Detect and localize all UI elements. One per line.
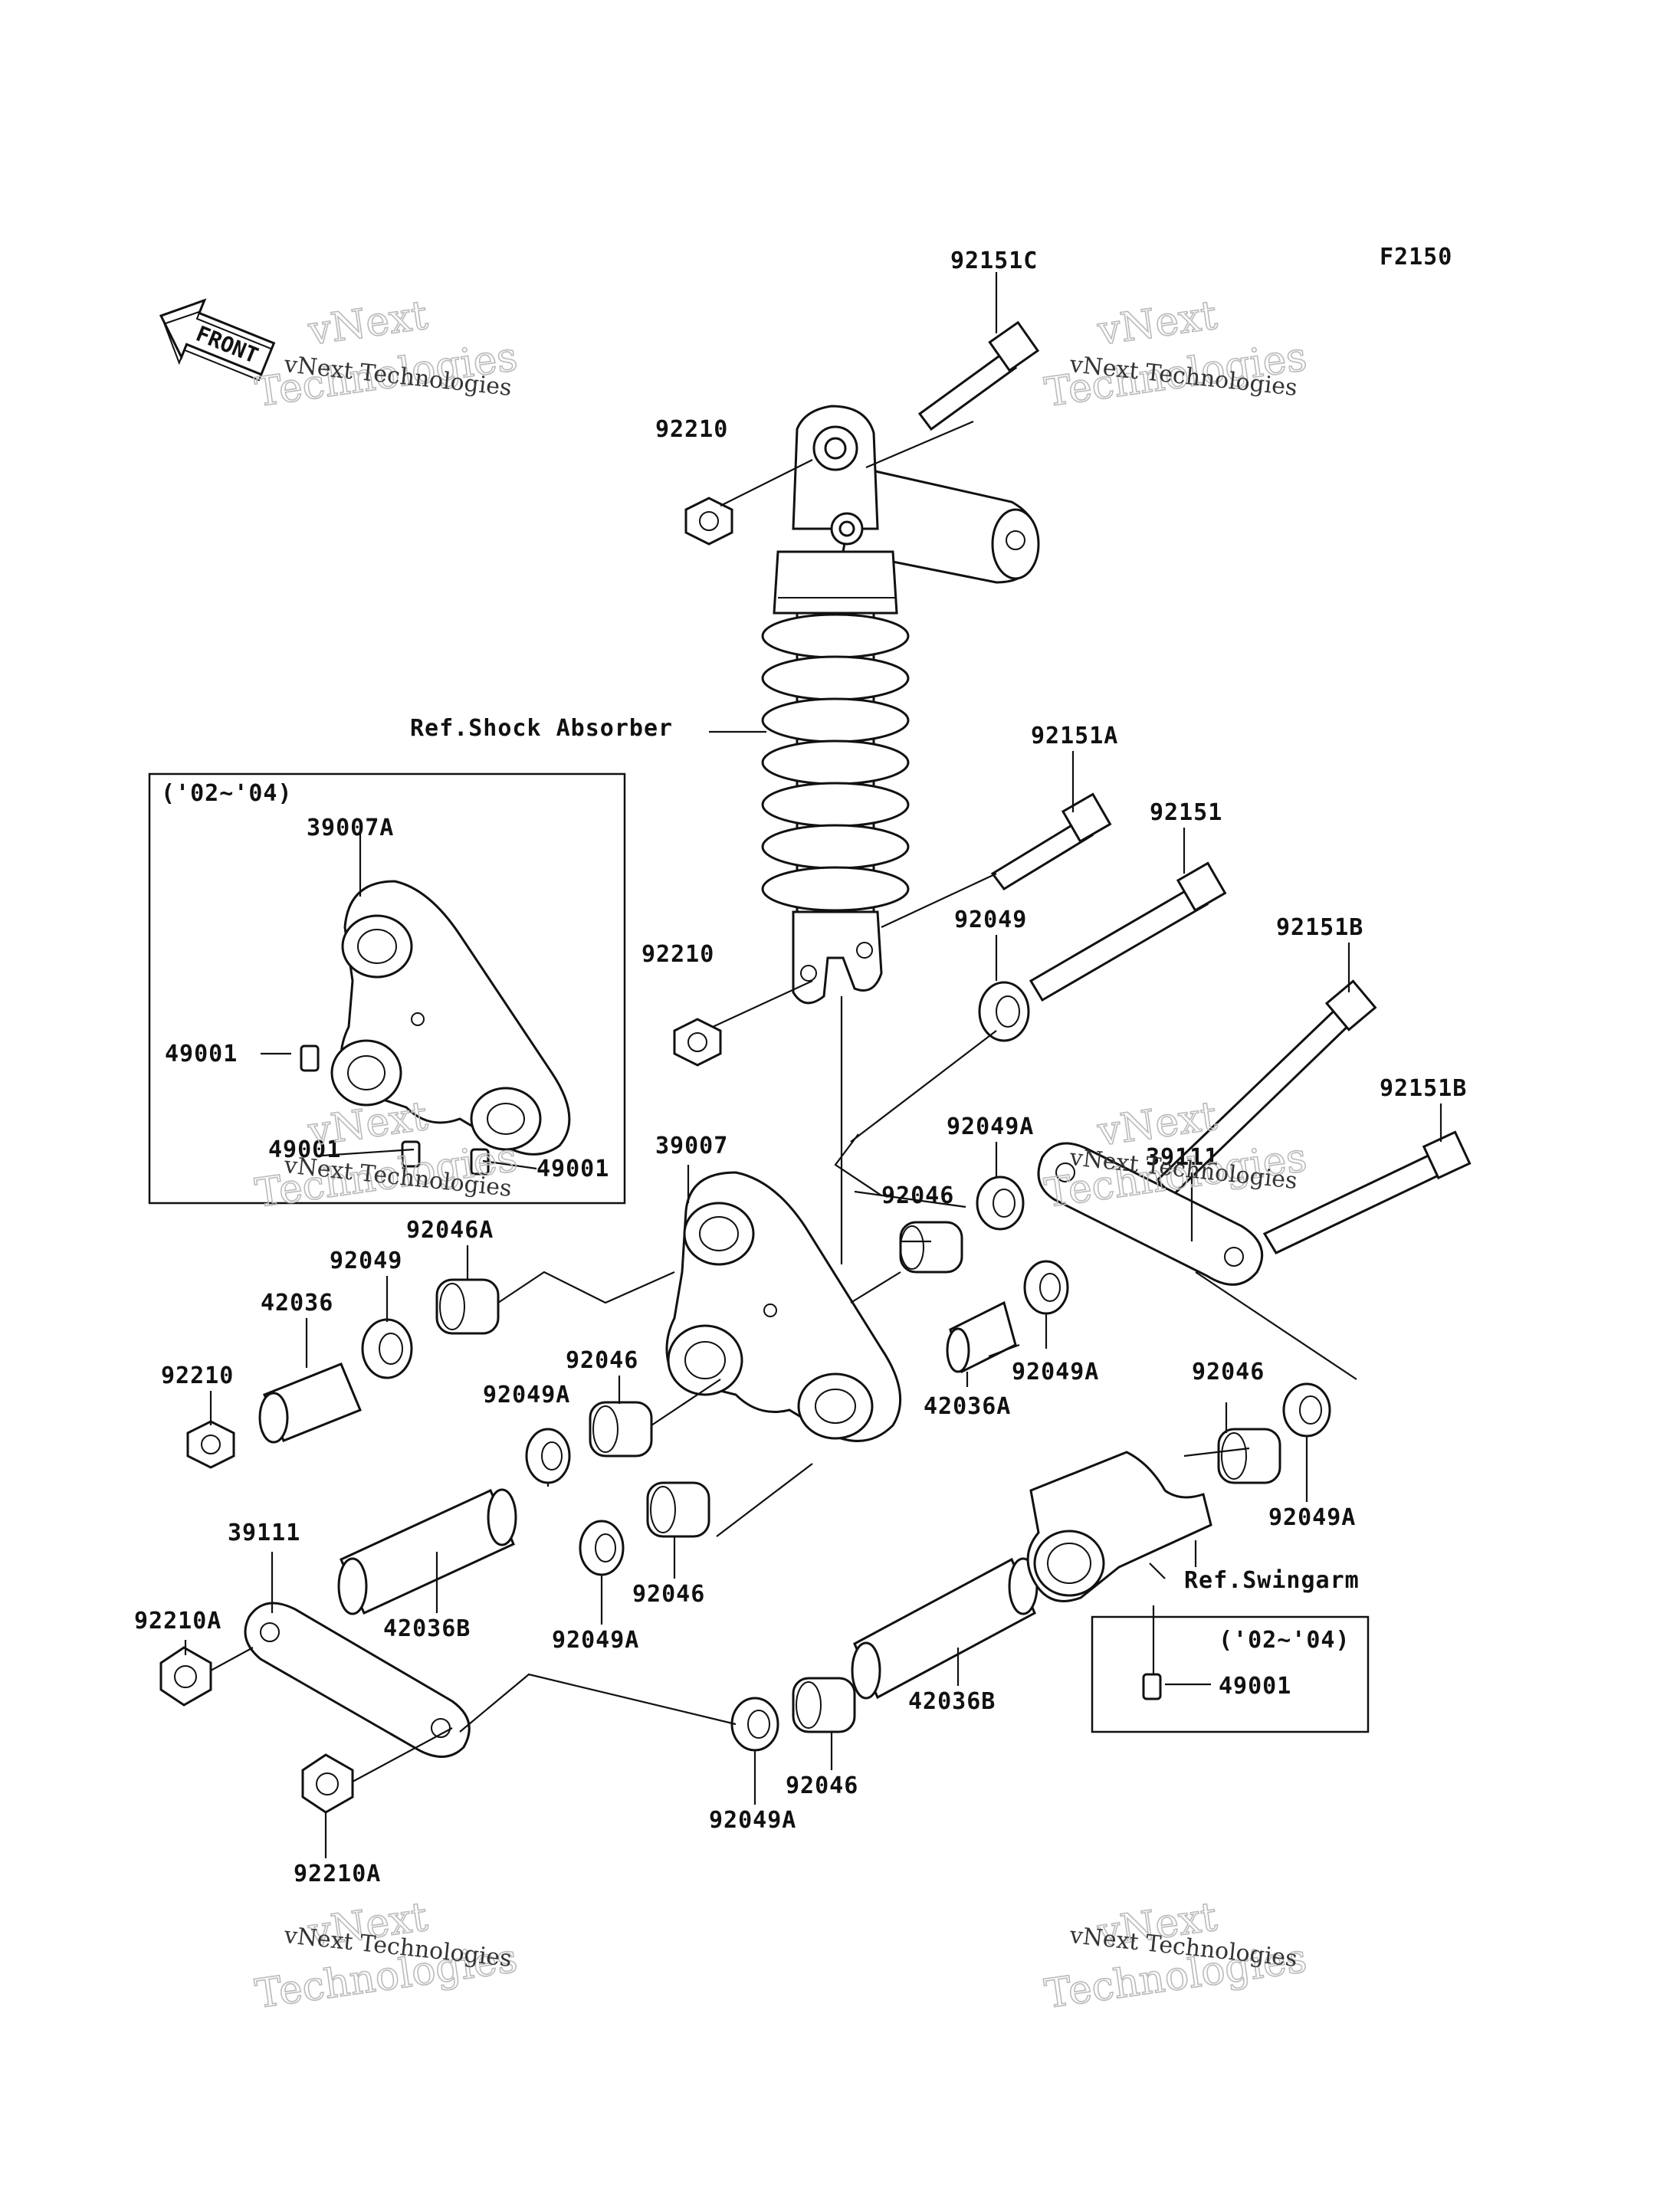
- collar-42036: [258, 1362, 362, 1444]
- washer-92049A-right2: [1023, 1260, 1069, 1315]
- nut-92210-left: [186, 1420, 235, 1469]
- bolt-92151B-b: [1262, 1130, 1472, 1254]
- collar-42036B-left: [337, 1488, 517, 1615]
- label-92049A-far: 92049A: [1268, 1504, 1356, 1531]
- label-49001-inset-right: 49001: [536, 1156, 609, 1182]
- label-92046A: 92046A: [406, 1217, 494, 1244]
- inset-top: ('02~'04): [148, 772, 626, 1205]
- grease-fitting-icon: [401, 1140, 421, 1168]
- label-42036B-right: 42036B: [908, 1688, 996, 1715]
- leader-lines: [184, 272, 1442, 1858]
- label-92046-lower: 92046: [632, 1581, 705, 1608]
- label-92049A-lower: 92049A: [552, 1627, 639, 1654]
- nut-92210A-bottom: [301, 1753, 354, 1814]
- label-42036: 42036: [261, 1290, 333, 1317]
- collar-42036A: [946, 1300, 1017, 1374]
- label-92151C: 92151C: [950, 248, 1038, 274]
- label-49001-swing: 49001: [1219, 1673, 1291, 1700]
- label-39111-left: 39111: [228, 1520, 300, 1546]
- label-92151B-a: 92151B: [1276, 914, 1363, 941]
- part-labels: 92151C 92210 92151A 92151 92049 92210 92…: [134, 248, 1467, 1887]
- svg-text:vNext: vNext: [305, 292, 431, 354]
- svg-text:vNext: vNext: [1094, 292, 1220, 354]
- label-92210-mid: 92210: [641, 941, 714, 968]
- inset-bottom-years: ('02~'04): [1219, 1627, 1350, 1654]
- label-42036B-left: 42036B: [383, 1615, 471, 1642]
- collar-42036B-right: [851, 1557, 1039, 1700]
- label-49001-inset-left: 49001: [165, 1041, 238, 1067]
- label-92049A-bottom: 92049A: [709, 1807, 796, 1834]
- label-92151B-b: 92151B: [1380, 1075, 1467, 1102]
- label-39007: 39007: [655, 1133, 728, 1159]
- shock-absorber: [761, 405, 1040, 1264]
- watermark: vNext Technologies vNext Technologies vN…: [252, 292, 1311, 2018]
- rocker-arm-39007A: [330, 880, 571, 1156]
- washer-92049-left: [361, 1318, 413, 1379]
- label-39111-right: 39111: [1146, 1144, 1219, 1171]
- bolt-92151A: [990, 792, 1112, 890]
- nut-92210A-top: [159, 1646, 212, 1707]
- label-92046-upper: 92046: [881, 1182, 954, 1209]
- label-92210-top: 92210: [655, 416, 728, 443]
- bolt-92151B-a: [1155, 979, 1377, 1198]
- ref-swingarm: Ref.Swingarm: [1184, 1567, 1360, 1594]
- bolt-92151: [1029, 861, 1227, 1002]
- label-92210A-top: 92210A: [134, 1608, 221, 1635]
- nut-92210-mid: [673, 1018, 722, 1067]
- label-92049A-right2: 92049A: [1012, 1359, 1099, 1385]
- nut-92210-top: [684, 497, 733, 546]
- label-92210-left: 92210: [161, 1362, 234, 1389]
- label-92046-right: 92046: [1192, 1359, 1265, 1385]
- rocker-arm-39007: [665, 1171, 902, 1442]
- label-92046-mid: 92046: [566, 1347, 638, 1374]
- bearing-92046-mid: [589, 1401, 653, 1458]
- washer-92049A-bottom: [730, 1697, 779, 1752]
- grease-fitting-icon: [300, 1044, 320, 1072]
- label-49001-inset-bottom: 49001: [268, 1136, 341, 1163]
- swingarm-fragment: [1026, 1451, 1212, 1602]
- bearing-92046-right: [1217, 1428, 1281, 1484]
- label-39007A: 39007A: [307, 815, 394, 841]
- inset-bottom: ('02~'04): [1091, 1615, 1370, 1733]
- label-92151: 92151: [1150, 799, 1222, 826]
- label-42036A: 42036A: [924, 1393, 1011, 1420]
- washer-92049A-mid: [525, 1428, 571, 1484]
- ref-shock-absorber: Ref.Shock Absorber: [410, 715, 673, 742]
- label-92049A-right: 92049A: [947, 1113, 1034, 1140]
- bearing-92046-lower: [646, 1481, 710, 1538]
- label-92049A-mid: 92049A: [483, 1382, 570, 1408]
- label-92210A-bottom: 92210A: [294, 1861, 381, 1887]
- washer-92049A-far: [1282, 1382, 1331, 1438]
- washer-92049A-lower: [579, 1520, 625, 1576]
- bearing-92046-upper: [899, 1221, 963, 1274]
- bolt-92151C: [917, 320, 1040, 431]
- label-92046-bottom: 92046: [786, 1772, 858, 1799]
- diagram-code: F2150: [1380, 244, 1452, 271]
- grease-fitting-icon: [1142, 1673, 1162, 1700]
- label-92151A: 92151A: [1031, 723, 1118, 749]
- washer-92049A-right: [976, 1176, 1025, 1231]
- inset-top-years: ('02~'04): [161, 780, 293, 807]
- bearing-92046-bottom: [792, 1677, 856, 1733]
- tie-rod-39111-right: [1037, 1142, 1264, 1286]
- washer-92049-right: [978, 981, 1030, 1042]
- label-92049-left: 92049: [330, 1248, 402, 1274]
- bearing-92046A: [435, 1278, 500, 1335]
- label-92049-right: 92049: [954, 907, 1027, 933]
